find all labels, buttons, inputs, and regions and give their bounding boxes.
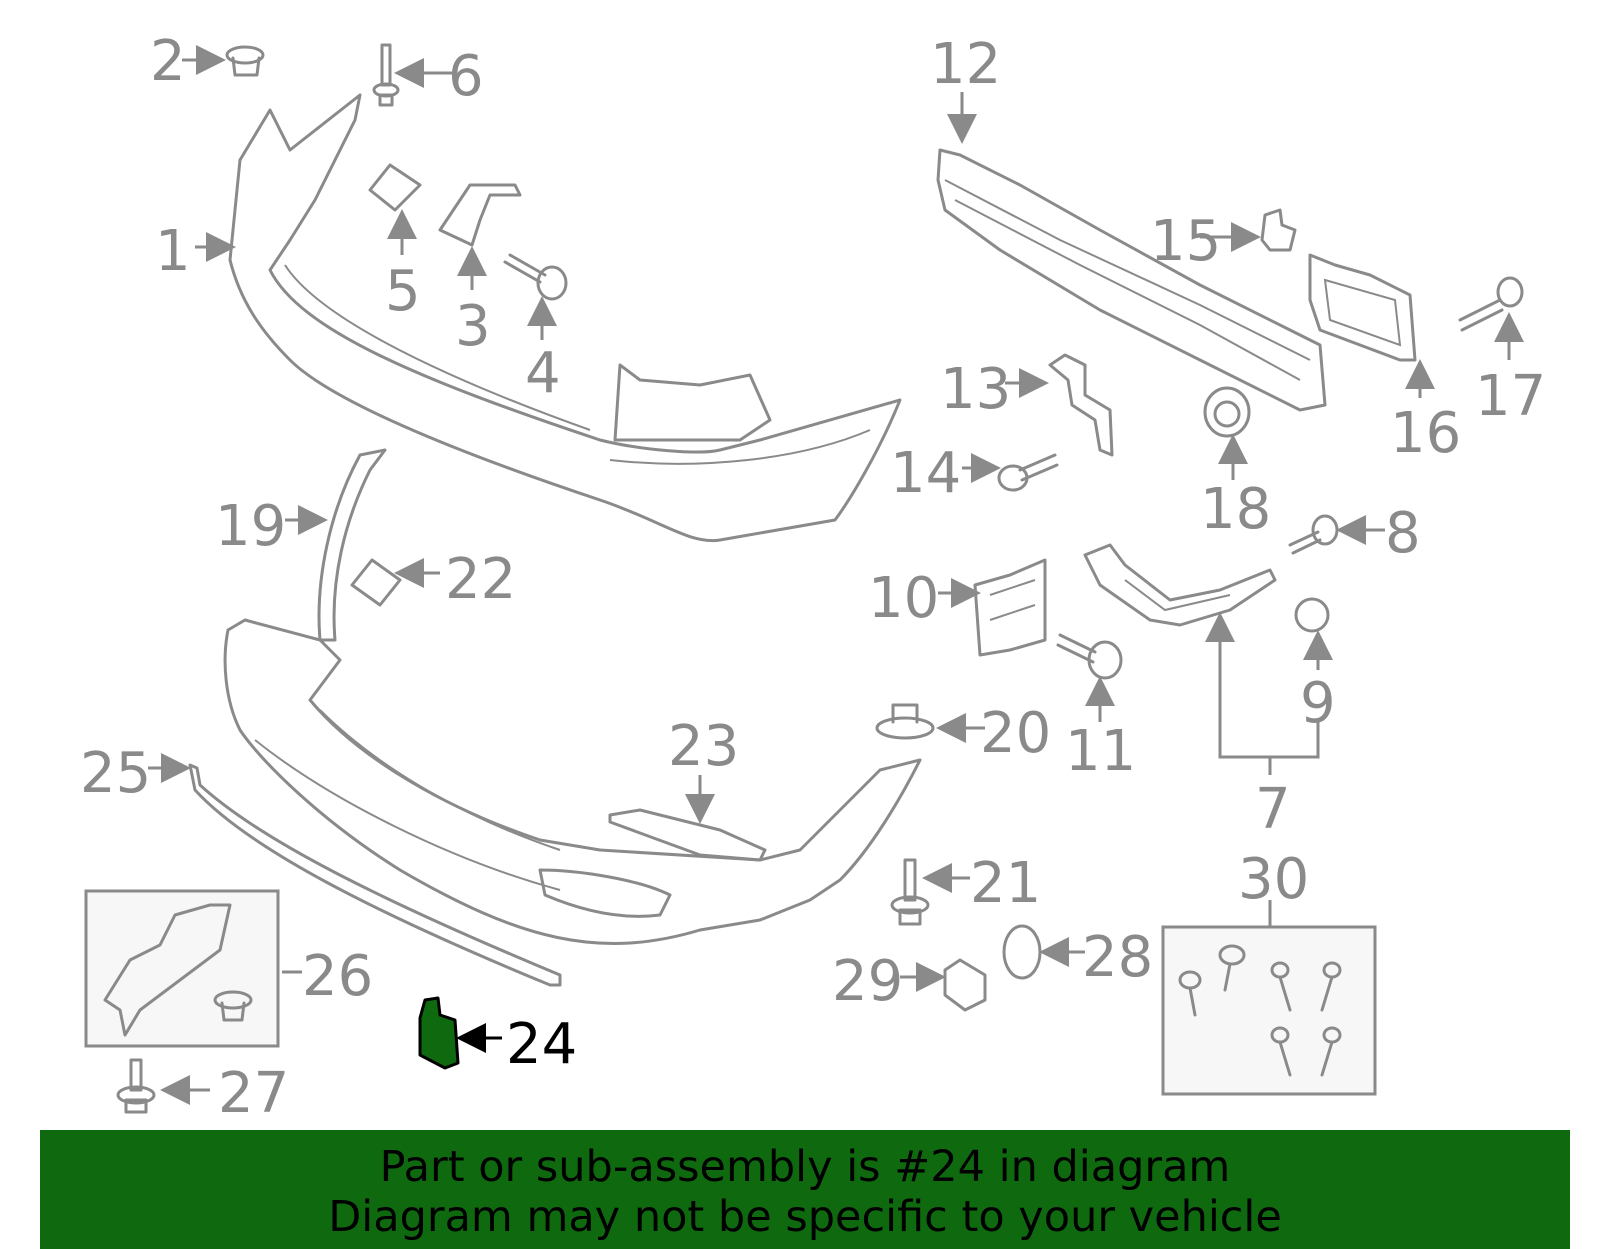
side-bracket-7: [1083, 543, 1277, 627]
callout-8: 8: [1385, 501, 1421, 566]
callout-13: 13: [940, 357, 1011, 422]
callout-18: 18: [1200, 477, 1271, 542]
callout-17: 17: [1475, 364, 1546, 429]
lower-molding-25: [188, 763, 562, 987]
callout-26: 26: [302, 944, 373, 1009]
bolt-14: [997, 453, 1059, 492]
clip-9: [1294, 597, 1330, 633]
callout-2: 2: [150, 29, 186, 94]
callout-21: 21: [970, 851, 1041, 916]
callout-22: 22: [445, 547, 516, 612]
callout-labels: 2 6 1 5 3 4 12 15 16 17 13 14 18 8 9 10 …: [80, 29, 1546, 1126]
callout-19: 19: [215, 494, 286, 559]
callout-15: 15: [1150, 209, 1221, 274]
callout-20: 20: [980, 701, 1051, 766]
bolt-21: [890, 858, 930, 926]
highlighted-bracket-24: [418, 996, 460, 1070]
box-26: [84, 889, 280, 1048]
callout-27: 27: [218, 1061, 289, 1126]
clip-15: [1260, 208, 1297, 252]
bolt-11: [1056, 633, 1123, 680]
pad-29: [943, 958, 987, 1012]
pad-22: [350, 558, 402, 607]
callout-16: 16: [1390, 401, 1461, 466]
callout-14: 14: [890, 441, 961, 506]
bolt-17: [1458, 276, 1524, 332]
banner-line-2: Diagram may not be specific to your vehi…: [328, 1192, 1282, 1242]
callout-12: 12: [930, 32, 1001, 97]
callout-30: 30: [1238, 847, 1309, 912]
callout-5: 5: [385, 259, 421, 324]
reinforcement-beam-12: [936, 148, 1327, 412]
info-banner: Part or sub-assembly is #24 in diagram D…: [40, 1130, 1570, 1249]
callout-6: 6: [448, 44, 484, 109]
bracket-3: [438, 183, 522, 247]
trim-23: [608, 808, 767, 862]
callout-23: 23: [668, 714, 739, 779]
leader-arrows: [148, 45, 1524, 1105]
nut-18: [1203, 386, 1251, 438]
callout-24: 24: [506, 1012, 577, 1077]
callout-11: 11: [1065, 719, 1136, 784]
bracket-13: [1048, 353, 1114, 457]
callout-29: 29: [832, 949, 903, 1014]
callout-4: 4: [525, 341, 561, 406]
bolt-8: [1288, 514, 1339, 555]
banner-line-1: Part or sub-assembly is #24 in diagram: [379, 1142, 1231, 1192]
callout-1: 1: [155, 219, 191, 284]
upper-bumper-cover: [228, 93, 902, 543]
callout-3: 3: [455, 294, 491, 359]
callout-25: 25: [80, 741, 151, 806]
pad-5: [368, 163, 422, 212]
callout-9: 9: [1300, 671, 1336, 736]
callout-28: 28: [1082, 925, 1153, 990]
callout-7: 7: [1255, 777, 1291, 842]
push-clip-2: [225, 45, 265, 77]
seal-ring-28: [1002, 924, 1042, 980]
clip-20: [875, 703, 935, 740]
trim-strip-19: [317, 448, 387, 642]
lower-bumper-cover: [223, 618, 922, 945]
box-30: [1161, 925, 1377, 1096]
bracket-10: [973, 558, 1047, 657]
bolt-27: [116, 1058, 156, 1114]
callout-10: 10: [868, 566, 939, 631]
bracket-16: [1308, 253, 1417, 362]
bolt-6: [372, 43, 400, 107]
bolt-4: [503, 253, 568, 301]
